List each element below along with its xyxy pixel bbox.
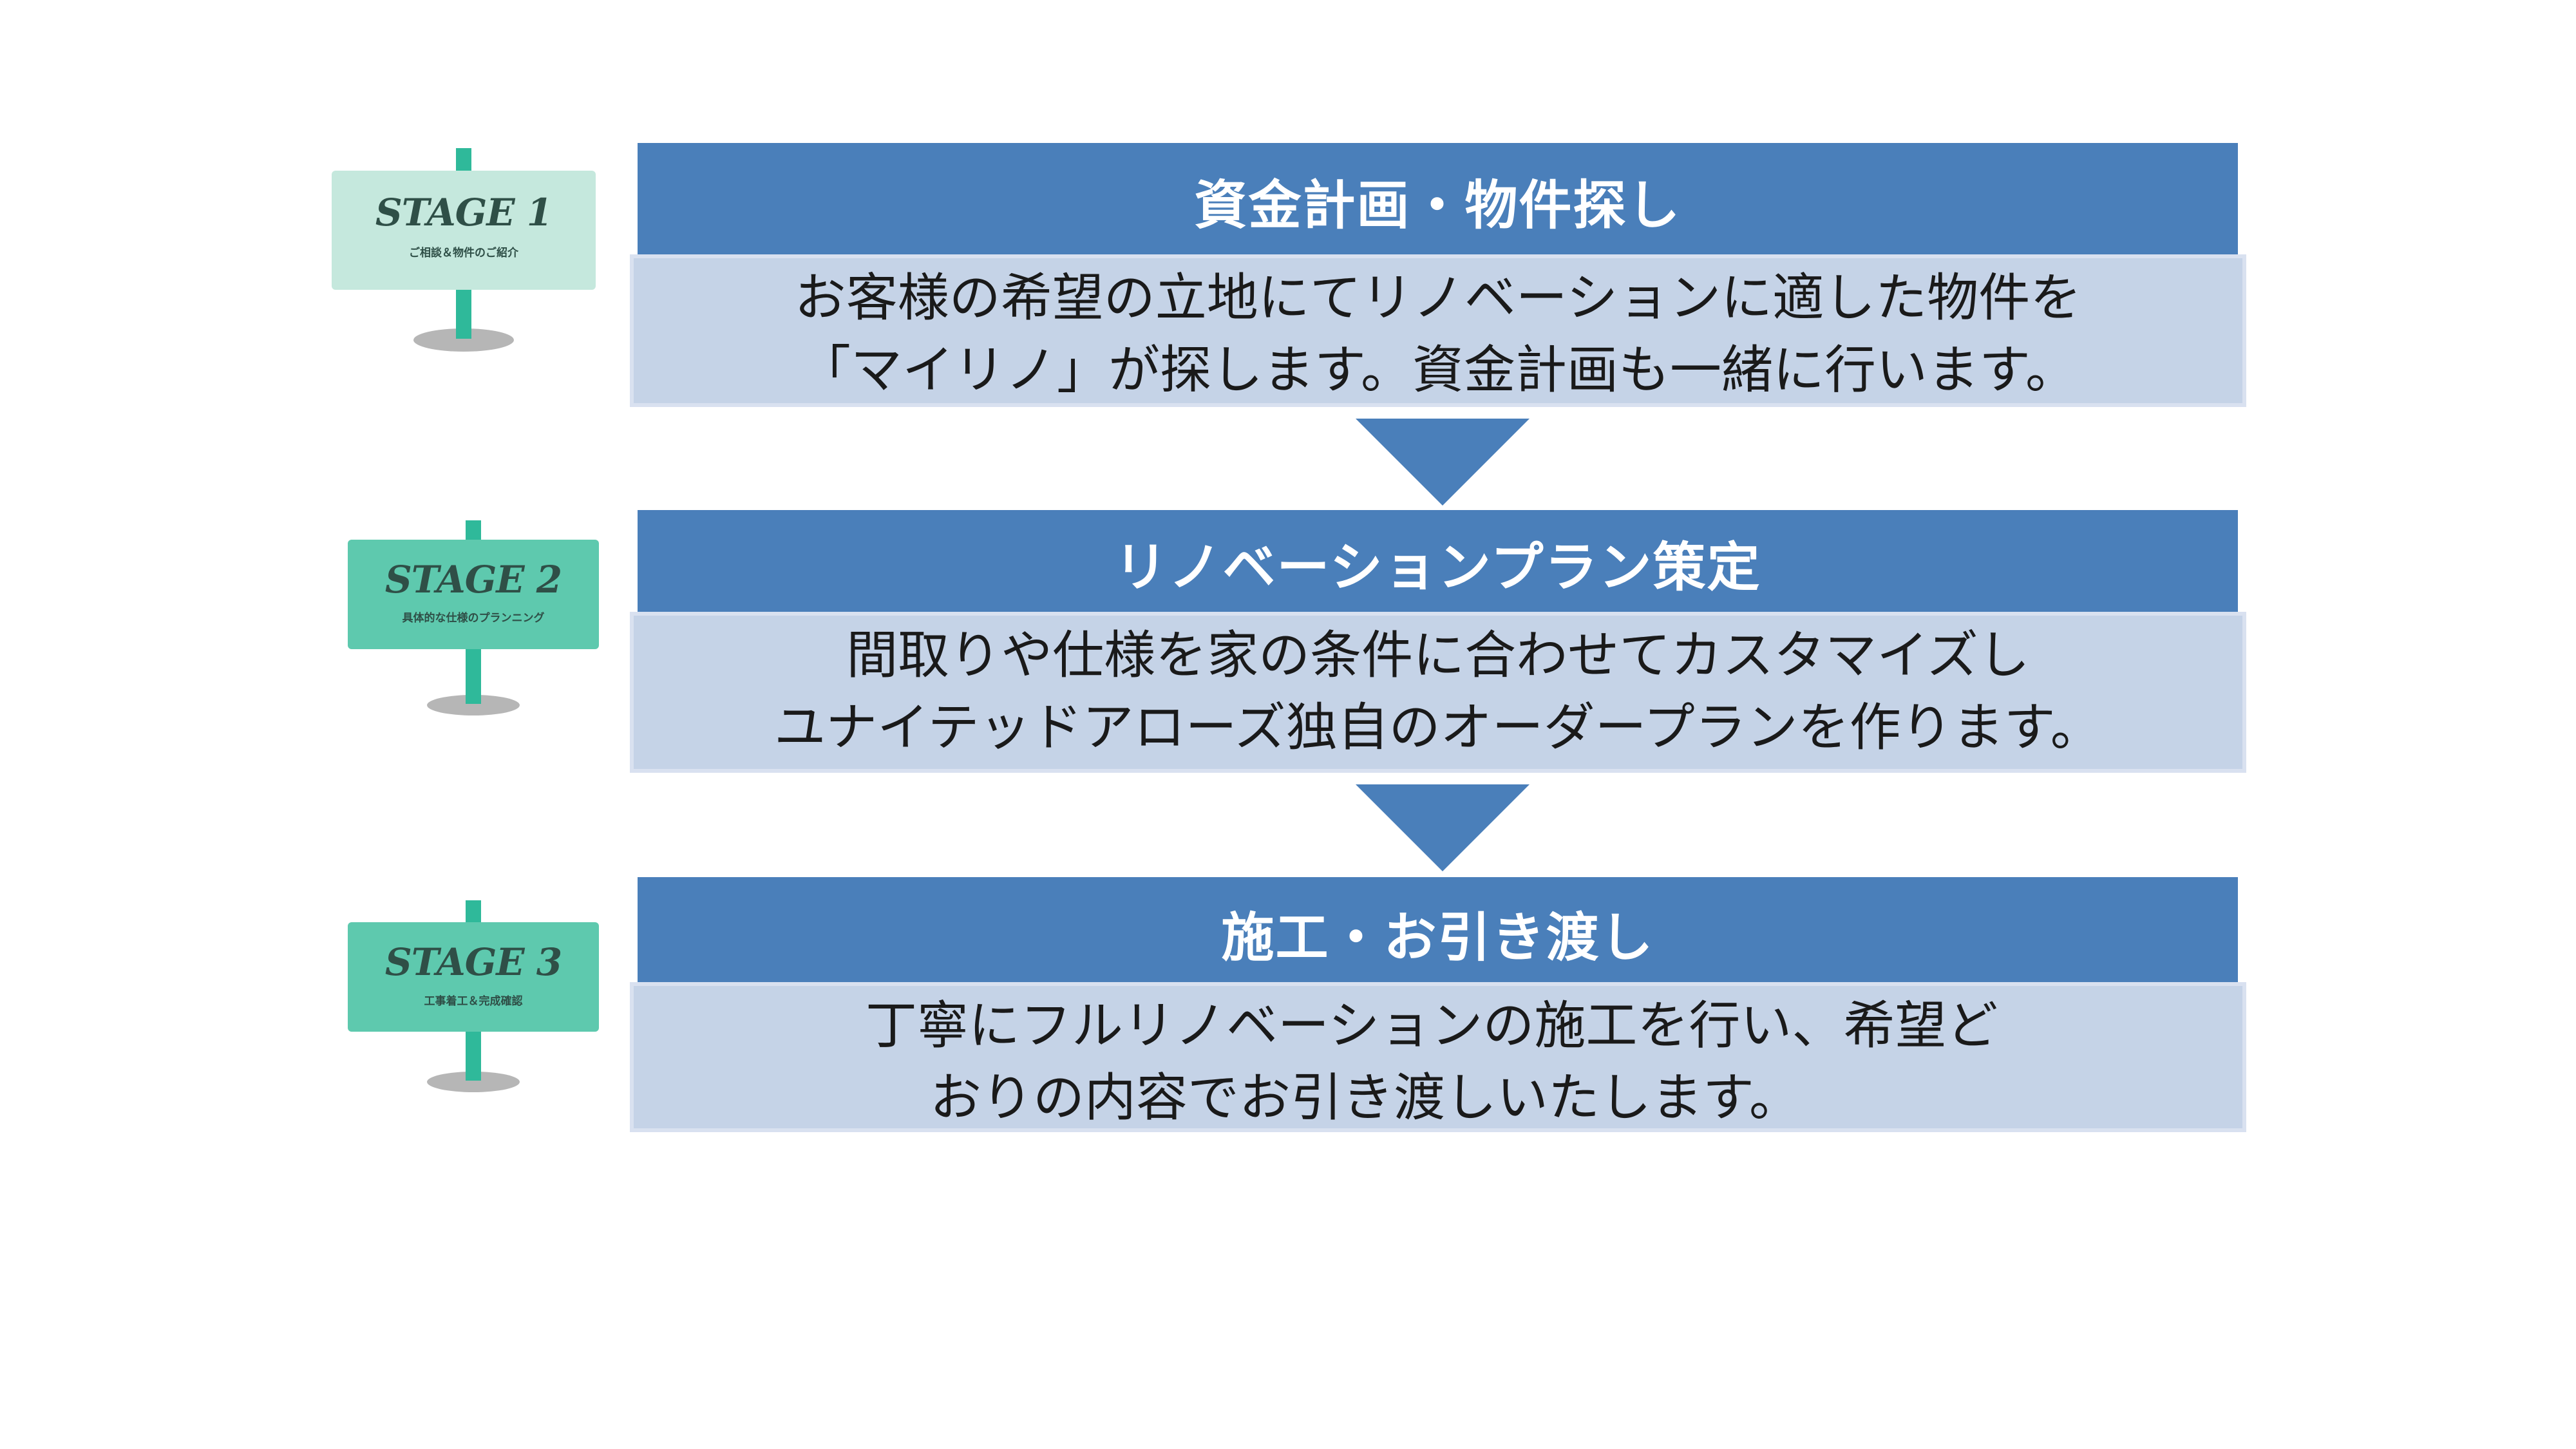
sign-subtitle: 具体的な仕様のプランニング [402,611,545,625]
sign-post-shadow [427,1072,520,1092]
description-line: ユナイテッドアローズ独自のオーダープランを作ります。 [774,697,2102,757]
step-2-description: 間取りや仕様を家の条件に合わせてカスタマイズし ユナイテッドアローズ独自のオーダ… [630,612,2246,773]
sign-title: STAGE 3 [385,940,562,984]
step-2-header: リノベーションプラン策定 [638,510,2238,615]
sign-subtitle: ご相談＆物件のご紹介 [409,246,519,260]
stage-3-sign: STAGE 3 工事着工＆完成確認 [345,895,602,1101]
step-1-description: お客様の希望の立地にてリノベーションに適した物件を 「マイリノ」が探します。資金… [630,254,2246,407]
sign-subtitle: 工事着工＆完成確認 [424,994,523,1008]
sign-board [348,922,599,1032]
sign-post-shadow [413,328,514,352]
description-line: 「マイリノ」が探します。資金計画も一緒に行います。 [799,340,2077,400]
step-1-header: 資金計画・物件探し [638,143,2238,258]
step-3-description: 丁寧にフルリノベーションの施工を行い、希望ど おりの内容でお引き渡しいたします。 [630,982,2246,1132]
description-line: お客様の希望の立地にてリノベーションに適した物件を [794,268,2082,328]
down-arrow [1356,419,1530,511]
sign-title: STAGE 1 [375,191,552,234]
description-line: おりの内容でお引き渡しいたします。 [930,1068,1801,1128]
stage-1-sign: STAGE 1 ご相談＆物件のご紹介 [328,142,599,361]
sign-post-shadow [427,695,520,715]
step-3-header: 施工・お引き渡し [638,877,2238,988]
sign-board [332,171,596,290]
down-arrow [1356,784,1530,877]
stage-2-sign: STAGE 2 具体的な仕様のプランニング [345,515,602,728]
description-line: 丁寧にフルリノベーションの施工を行い、希望ど [866,996,1998,1056]
sign-board [348,540,599,649]
sign-title: STAGE 2 [385,558,562,601]
description-line: 間取りや仕様を家の条件に合わせてカスタマイズし [846,625,2030,685]
